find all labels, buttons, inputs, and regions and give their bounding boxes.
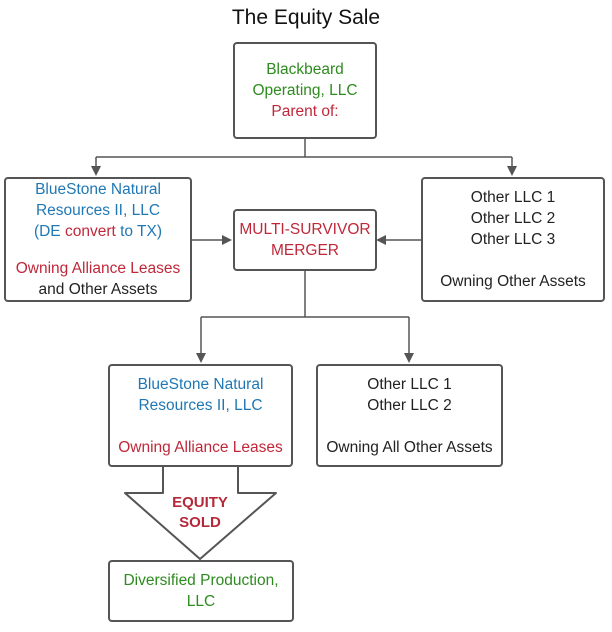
other-llc-top-box: Other LLC 1 Other LLC 2 Other LLC 3 Owni… — [421, 177, 605, 302]
bluestone-top-line3-convert: convert — [64, 223, 116, 240]
bluestone-top-line5: and Other Assets — [38, 281, 158, 298]
other-top-line1: Other LLC 1 — [470, 189, 556, 206]
equity-sold-label: EQUITY SOLD — [160, 493, 240, 533]
merger-line2: MERGER — [270, 242, 340, 259]
other-llc-bottom-box: Other LLC 1 Other LLC 2 Owning All Other… — [316, 364, 503, 467]
diversified-line1: Diversified Production, — [123, 572, 279, 589]
bluestone-top-line3-c: to TX) — [115, 223, 163, 240]
blackbeard-parent-of: Parent of: — [271, 103, 339, 120]
merger-line1: MULTI-SURVIVOR — [239, 221, 371, 238]
blackbeard-name-line1: Blackbeard — [266, 61, 344, 78]
equity-sold-line1: EQUITY — [172, 494, 228, 511]
blackbeard-operating-box: Blackbeard Operating, LLC Parent of: — [233, 42, 377, 139]
diagram-title: The Equity Sale — [231, 6, 381, 29]
bluestone-top-line3-a: (DE — [33, 223, 65, 240]
diversified-line2: LLC — [186, 593, 216, 610]
other-top-line2: Other LLC 2 — [470, 210, 556, 227]
bluestone-bottom-line3: Owning Alliance Leases — [118, 438, 283, 456]
bluestone-top-line3: (DE convert to TX) — [34, 221, 162, 242]
bluestone-bottom-box: BlueStone Natural Resources II, LLC Owni… — [108, 364, 293, 467]
bluestone-top-line2: Resources II, LLC — [35, 202, 161, 219]
equity-sold-arrow — [124, 465, 277, 560]
other-top-line3: Other LLC 3 — [470, 231, 556, 248]
bluestone-bottom-line2: Resources II, LLC — [138, 396, 263, 414]
diversified-production-box: Diversified Production, LLC — [108, 560, 294, 622]
other-top-line4: Owning Other Assets — [440, 273, 586, 290]
bluestone-top-line4: Owning Alliance Leases — [15, 260, 181, 277]
bluestone-bottom-line1: BlueStone Natural — [137, 375, 264, 393]
bluestone-top-line1: BlueStone Natural — [35, 181, 161, 198]
bluestone-top-box: BlueStone Natural Resources II, LLC (DE … — [4, 177, 192, 302]
blackbeard-name-line2: Operating, LLC — [252, 82, 358, 99]
equity-sold-line2: SOLD — [179, 514, 221, 531]
multi-survivor-merger-box: MULTI-SURVIVOR MERGER — [233, 209, 377, 271]
other-bottom-line1: Other LLC 1 — [367, 375, 452, 393]
other-bottom-line2: Other LLC 2 — [367, 396, 452, 414]
other-bottom-line3: Owning All Other Assets — [326, 438, 493, 456]
